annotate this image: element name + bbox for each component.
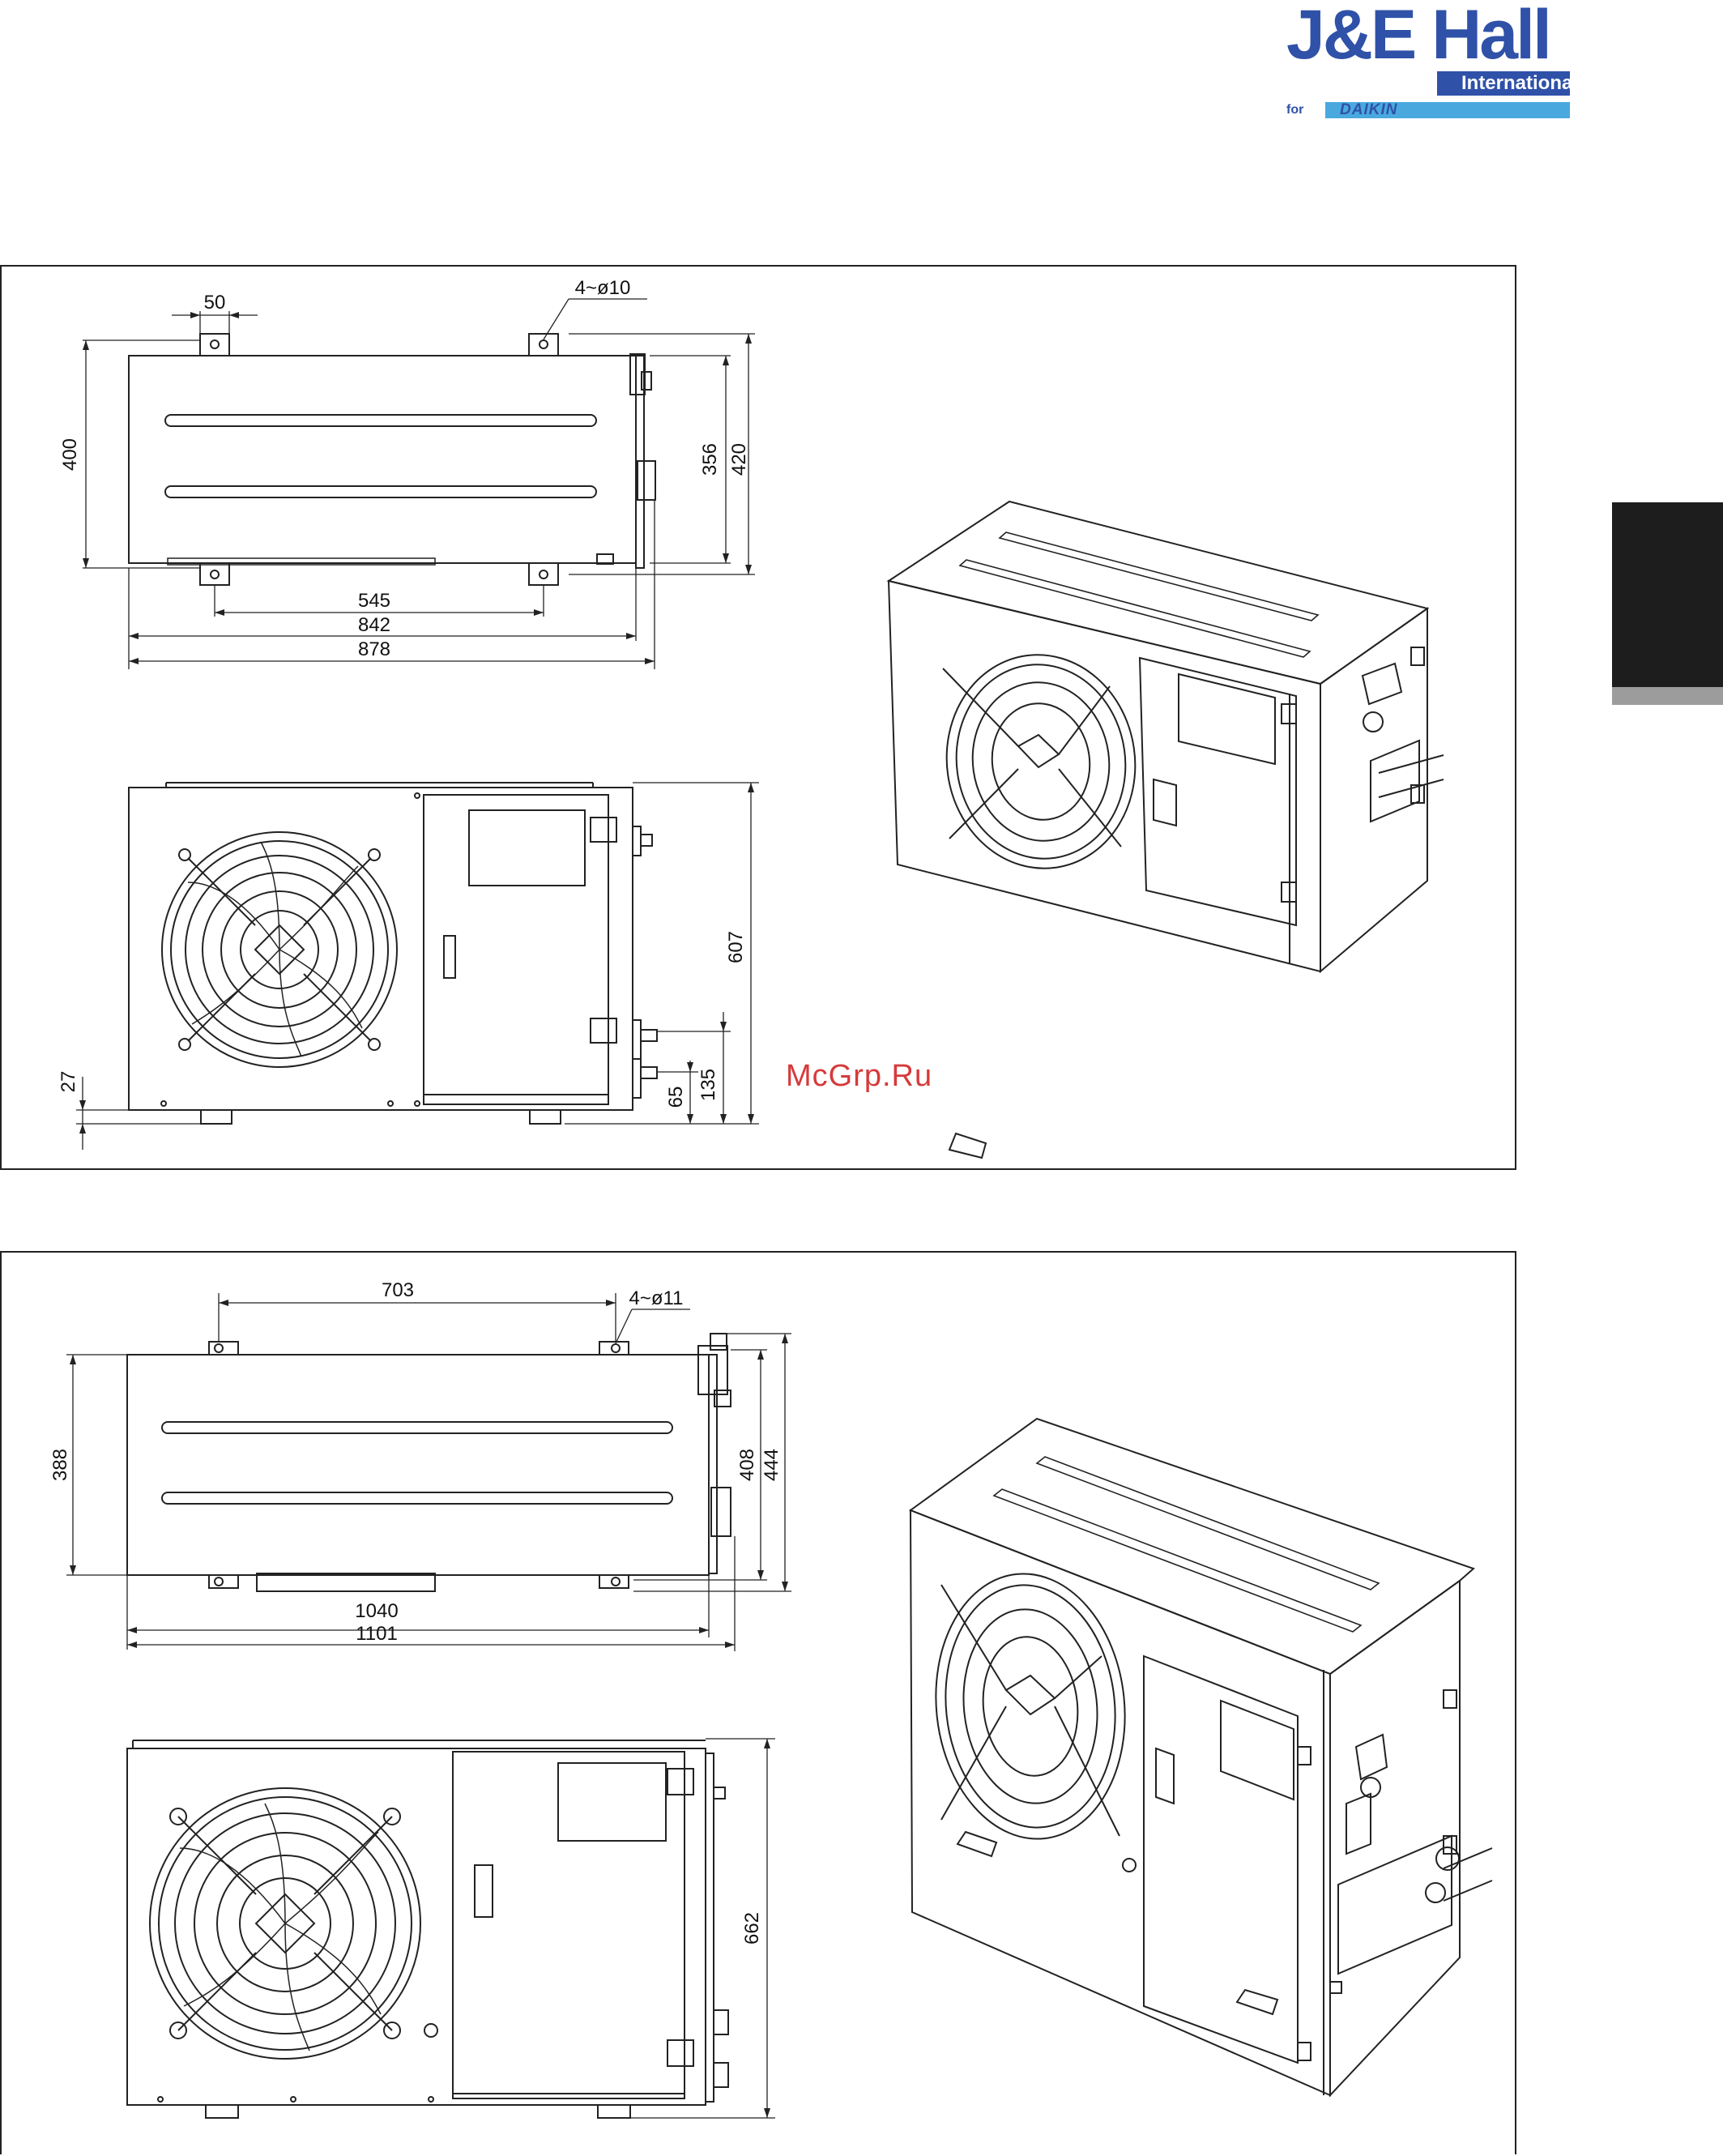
front-view-unit-2: [127, 1740, 728, 2118]
dim-depth: 400: [59, 438, 81, 471]
dim-depth-to-valves: 408: [736, 1449, 758, 1481]
dim-width: 1040: [355, 1600, 398, 1622]
dim-width: 842: [358, 614, 390, 636]
top-view-arrowheads-1: [83, 312, 752, 664]
dim-height: 607: [725, 931, 747, 963]
top-view-unit-2: [127, 1334, 731, 1591]
dim-holes: 4~ø11: [629, 1287, 684, 1309]
front-view-arrowheads-1: [79, 783, 754, 1134]
logo-for: for: [1286, 102, 1303, 118]
dim-foot-height: 27: [58, 1071, 79, 1093]
dim-depth-to-valves: 356: [699, 443, 721, 476]
isometric-view-1: [2, 267, 1444, 1172]
drawing-panel-1-svg: 50 4~ø10 400 356 420 545 842 878: [2, 267, 1518, 1172]
logo-title: J&E Hall: [1286, 0, 1550, 75]
isometric-view-2: [911, 1419, 1492, 2095]
dim-foot-width: 50: [204, 292, 226, 314]
front-view-dimensions-1: [76, 783, 759, 1150]
top-view-arrowheads-2: [70, 1300, 788, 1648]
section-tab: [1612, 502, 1723, 687]
drawing-panel-2: 703 4~ø11 388 408 444 1040 1101: [0, 1251, 1516, 2154]
dim-holes: 4~ø10: [575, 277, 631, 299]
logo-partner: DAIKIN: [1340, 102, 1397, 118]
dim-depth: 388: [49, 1449, 71, 1481]
dim-foot-spacing: 703: [382, 1279, 414, 1301]
front-view-unit-1: [129, 783, 657, 1124]
dim-depth-overall: 444: [761, 1449, 783, 1481]
logo-subtitle: International: [1461, 71, 1578, 96]
jehall-logo: J&E Hall International for DAIKIN: [1280, 0, 1588, 122]
dim-width-overall: 1101: [356, 1623, 398, 1645]
drawing-panel-2-svg: 703 4~ø11 388 408 444 1040 1101: [2, 1253, 1518, 2156]
dim-valve-low: 65: [665, 1087, 687, 1108]
dim-width-overall: 878: [358, 638, 390, 660]
dim-height: 662: [741, 1912, 763, 1945]
section-tab-accent: [1612, 687, 1723, 705]
dim-foot-spacing: 545: [358, 590, 390, 612]
drawing-panel-1: 50 4~ø10 400 356 420 545 842 878: [0, 265, 1516, 1170]
watermark: McGrp.Ru: [786, 1059, 932, 1094]
top-view-dimensions-1: [83, 299, 755, 669]
dim-depth-overall: 420: [728, 443, 750, 476]
dim-valve-high: 135: [697, 1069, 719, 1101]
top-view-unit-1: [129, 334, 655, 585]
top-view-dimensions-2: [66, 1293, 791, 1651]
